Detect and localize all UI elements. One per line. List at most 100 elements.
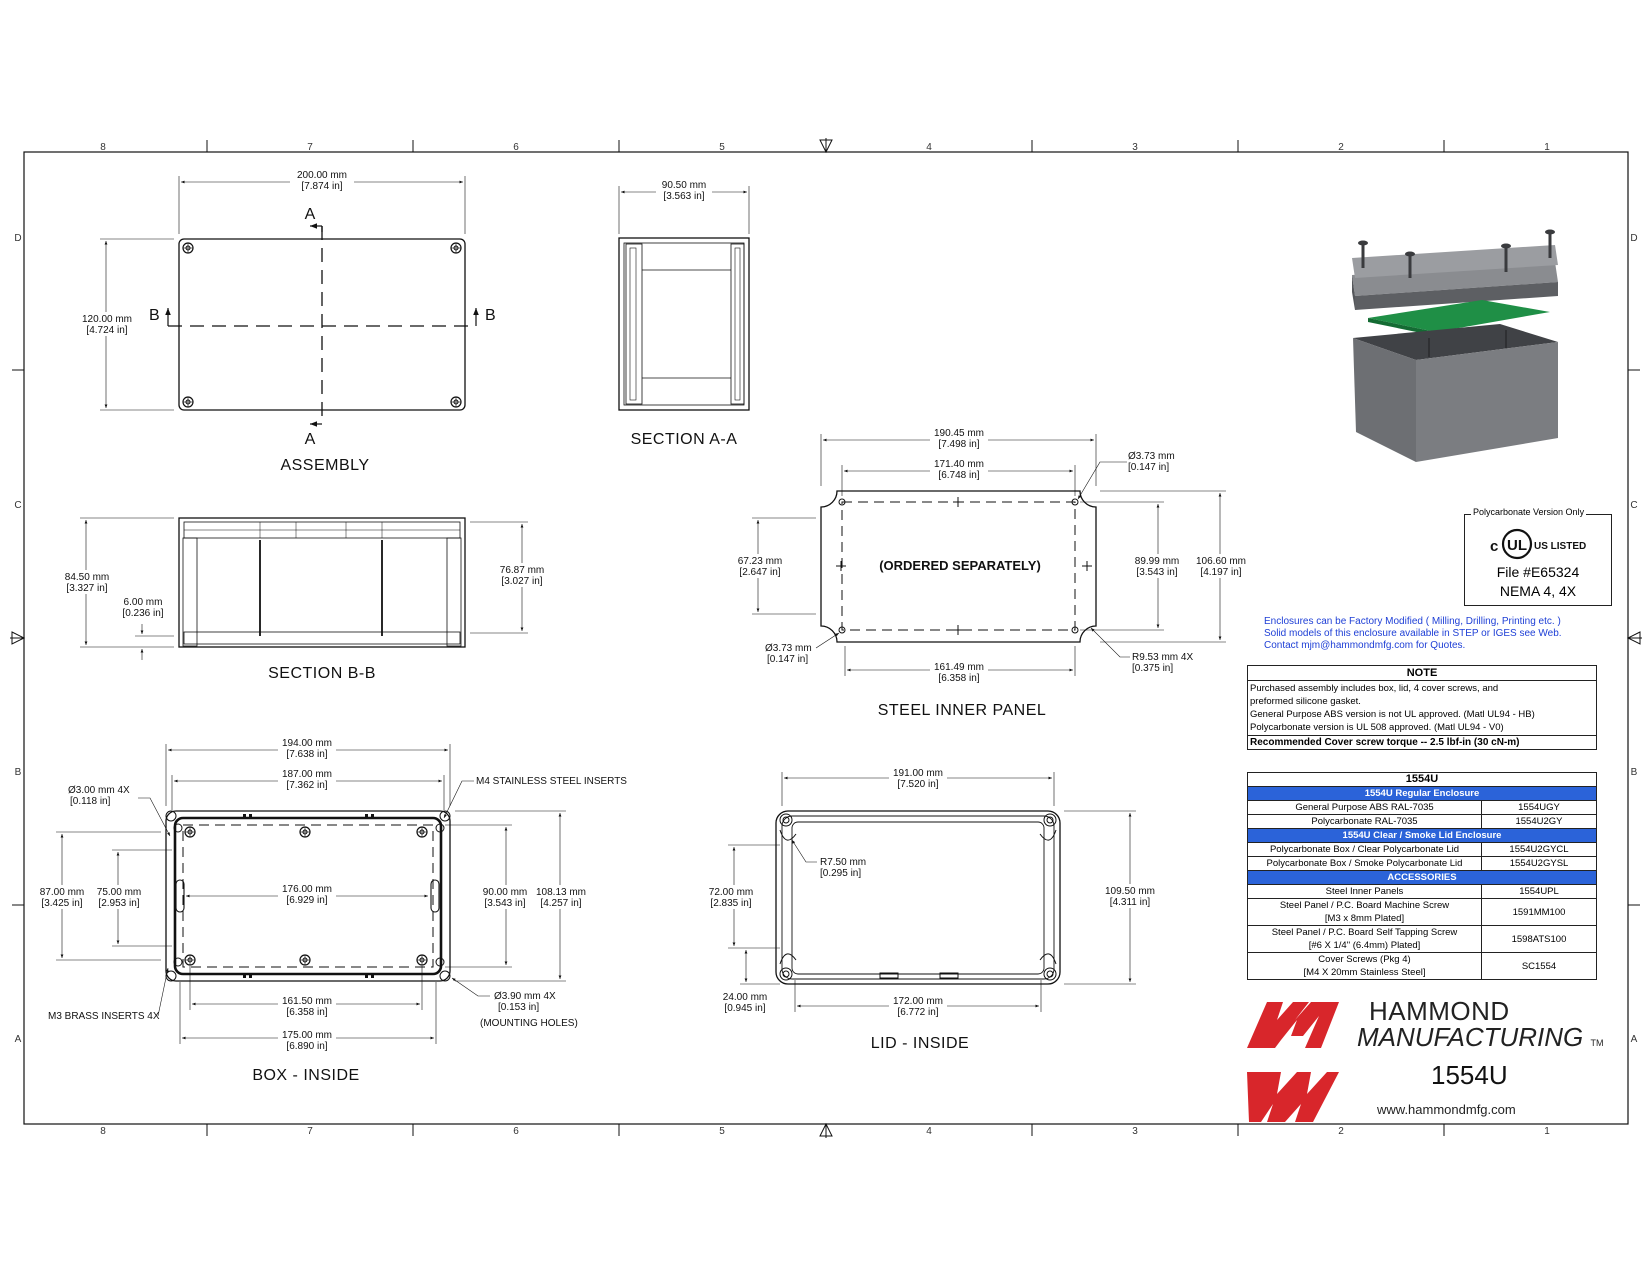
lid-height-109-in: [4.311 in] [1110,897,1151,908]
section-a-label-bottom: A [305,431,316,448]
lid-height-109-mm: 109.50 mm [1105,886,1155,897]
grid-row-d: D [14,233,21,244]
grid-col-5: 5 [719,142,725,153]
company-website: www.hammondmfg.com [1377,1102,1516,1117]
grid-row-a: A [15,1034,22,1045]
part-description: Steel Inner Panels [1247,884,1482,899]
steel-panel-hole-span-mm: 171.40 mm [934,459,984,470]
lid-height-72-mm: 72.00 mm [709,887,753,898]
steel-panel-left-mm: 67.23 mm [738,556,782,567]
box-m4-inserts: M4 STAINLESS STEEL INSERTS [476,776,627,787]
part-description-line: [M3 x 8mm Plated] [1324,913,1405,924]
box-pin-dia-in: [0.118 in] [70,796,111,807]
parts-section-header: ACCESSORIES [1247,870,1597,885]
lid-height-72-in: [2.835 in] [710,898,751,909]
table-row: Polycarbonate Box / Smoke Polycarbonate … [1247,856,1597,871]
box-width-175-mm: 175.00 mm [282,1030,332,1041]
part-description-line: Steel Panel / P.C. Board Machine Screw [1279,900,1450,911]
part-description: Steel Panel / P.C. Board Self Tapping Sc… [1247,925,1482,953]
box-height-75-in: [2.953 in] [98,898,139,909]
part-description: Steel Panel / P.C. Board Machine Screw [M… [1247,898,1482,926]
box-inside-title: BOX - INSIDE [252,1067,359,1084]
box-width-187-in: [7.362 in] [286,780,327,791]
lid-width-172-mm: 172.00 mm [893,996,943,1007]
ul-caption: Polycarbonate Version Only [1471,507,1587,517]
steel-panel-left-in: [2.647 in] [739,567,780,578]
grid-row-c: C [14,500,21,511]
part-description-line: [#6 X 1/4" (6.4mm) Plated] [1308,940,1421,951]
trademark-mark: TM [1590,1038,1604,1048]
steel-panel-hole-top-dia: Ø3.73 mm [1128,451,1175,462]
box-inside-view: 194.00 mm [7.638 in] 187.00 mm [7.362 in… [36,736,627,1084]
box-mount-label: (MOUNTING HOLES) [480,1018,578,1029]
grid-row-b-right: B [1631,767,1638,778]
steel-panel-hole-span-in: [6.748 in] [938,470,979,481]
lid-width-191-mm: 191.00 mm [893,768,943,779]
box-width-176-mm: 176.00 mm [282,884,332,895]
lid-height-24-in: [0.945 in] [724,1003,765,1014]
ul-listed-logo: c UL US LISTED [1490,528,1586,560]
section-bb-height-in: [3.327 in] [66,583,107,594]
company-name-2-text: MANUFACTURING [1357,1022,1584,1052]
box-height-90-mm: 90.00 mm [483,887,527,898]
note-line: Purchased assembly includes box, lid, 4 … [1250,683,1499,694]
part-description-line: Steel Panel / P.C. Board Self Tapping Sc… [1271,927,1458,938]
steel-panel-height-mm: 106.60 mm [1196,556,1246,567]
lid-width-172-in: [6.772 in] [897,1007,938,1018]
part-description: Polycarbonate RAL-7035 [1247,814,1482,829]
steel-panel-height-in: [4.197 in] [1200,567,1241,578]
grid-col-4: 4 [926,142,932,153]
box-width-187-mm: 187.00 mm [282,769,332,780]
box-width-161-mm: 161.50 mm [282,996,332,1007]
part-number-title: 1554U [1431,1060,1508,1090]
steel-inner-panel-view: (ORDERED SEPARATELY) 190.45 mm [7.498 in… [734,426,1250,719]
ul-nema-rating: NEMA 4, 4X [1499,583,1577,599]
mfg-note-line: Solid models of this enclosure available… [1264,628,1562,639]
grid-col-6-bottom: 6 [513,1126,519,1137]
table-row: Steel Panel / P.C. Board Self Tapping Sc… [1247,925,1597,953]
part-number: 1554U2GYCL [1481,842,1597,857]
part-description: Cover Screws (Pkg 4)[M4 X 20mm Stainless… [1247,952,1482,980]
part-number: 1554UGY [1481,800,1597,815]
section-b-label-right: B [485,307,496,324]
parts-section-header: 1554U Regular Enclosure [1247,786,1597,801]
grid-row-a-right: A [1631,1034,1638,1045]
grid-col-8-bottom: 8 [100,1126,106,1137]
grid-row-c-right: C [1630,500,1637,511]
note-line: General Purpose ABS version is not UL ap… [1250,709,1535,720]
parts-table: 1554U 1554U Regular Enclosure General Pu… [1247,772,1597,980]
steel-panel-title: STEEL INNER PANEL [878,702,1047,719]
note-table: NOTE Purchased assembly includes box, li… [1247,665,1597,750]
table-row: Cover Screws (Pkg 4)[M4 X 20mm Stainless… [1247,952,1597,980]
section-aa-view: 90.50 mm [3.563 in] SECTION A-A [618,178,750,448]
grid-row-d-right: D [1630,233,1637,244]
lid-radius-in: [0.295 in] [820,868,861,879]
grid-col-7: 7 [307,142,313,153]
grid-col-2-bottom: 2 [1338,1126,1344,1137]
section-b-label-left: B [149,307,160,324]
assembly-height-mm: 120.00 mm [82,314,132,325]
lid-width-191-in: [7.520 in] [897,779,938,790]
grid-col-2: 2 [1338,142,1344,153]
grid-col-3: 3 [1132,142,1138,153]
steel-panel-ordered-separately: (ORDERED SEPARATELY) [879,558,1041,573]
part-number: 1554UPL [1481,884,1597,899]
box-width-194-in: [7.638 in] [286,749,327,760]
section-bb-view: 84.50 mm [3.327 in] 6.00 mm [0.236 in] 7… [60,517,550,682]
grid-col-4-bottom: 4 [926,1126,932,1137]
ul-mark-us-listed: US LISTED [1534,541,1586,552]
ul-mark-c: c [1490,538,1498,555]
lid-inside-view: 191.00 mm [7.520 in] 172.00 mm [6.772 in… [704,766,1160,1052]
assembly-view: A A B B 200.00 mm [7.874 in] 120.00 mm [… [78,168,496,474]
box-height-75-mm: 75.00 mm [97,887,141,898]
section-bb-floor-in: [0.236 in] [122,608,163,619]
part-description-line: [M4 X 20mm Stainless Steel] [1303,967,1426,978]
steel-panel-radius-in: [0.375 in] [1132,663,1173,674]
ul-listing-box: Polycarbonate Version Only c UL US LISTE… [1464,507,1612,606]
assembly-width-mm: 200.00 mm [297,170,347,181]
grid-col-6: 6 [513,142,519,153]
steel-panel-hole-v-mm: 89.99 mm [1135,556,1179,567]
lid-radius: R7.50 mm [820,857,866,868]
box-height-108-in: [4.257 in] [540,898,581,909]
